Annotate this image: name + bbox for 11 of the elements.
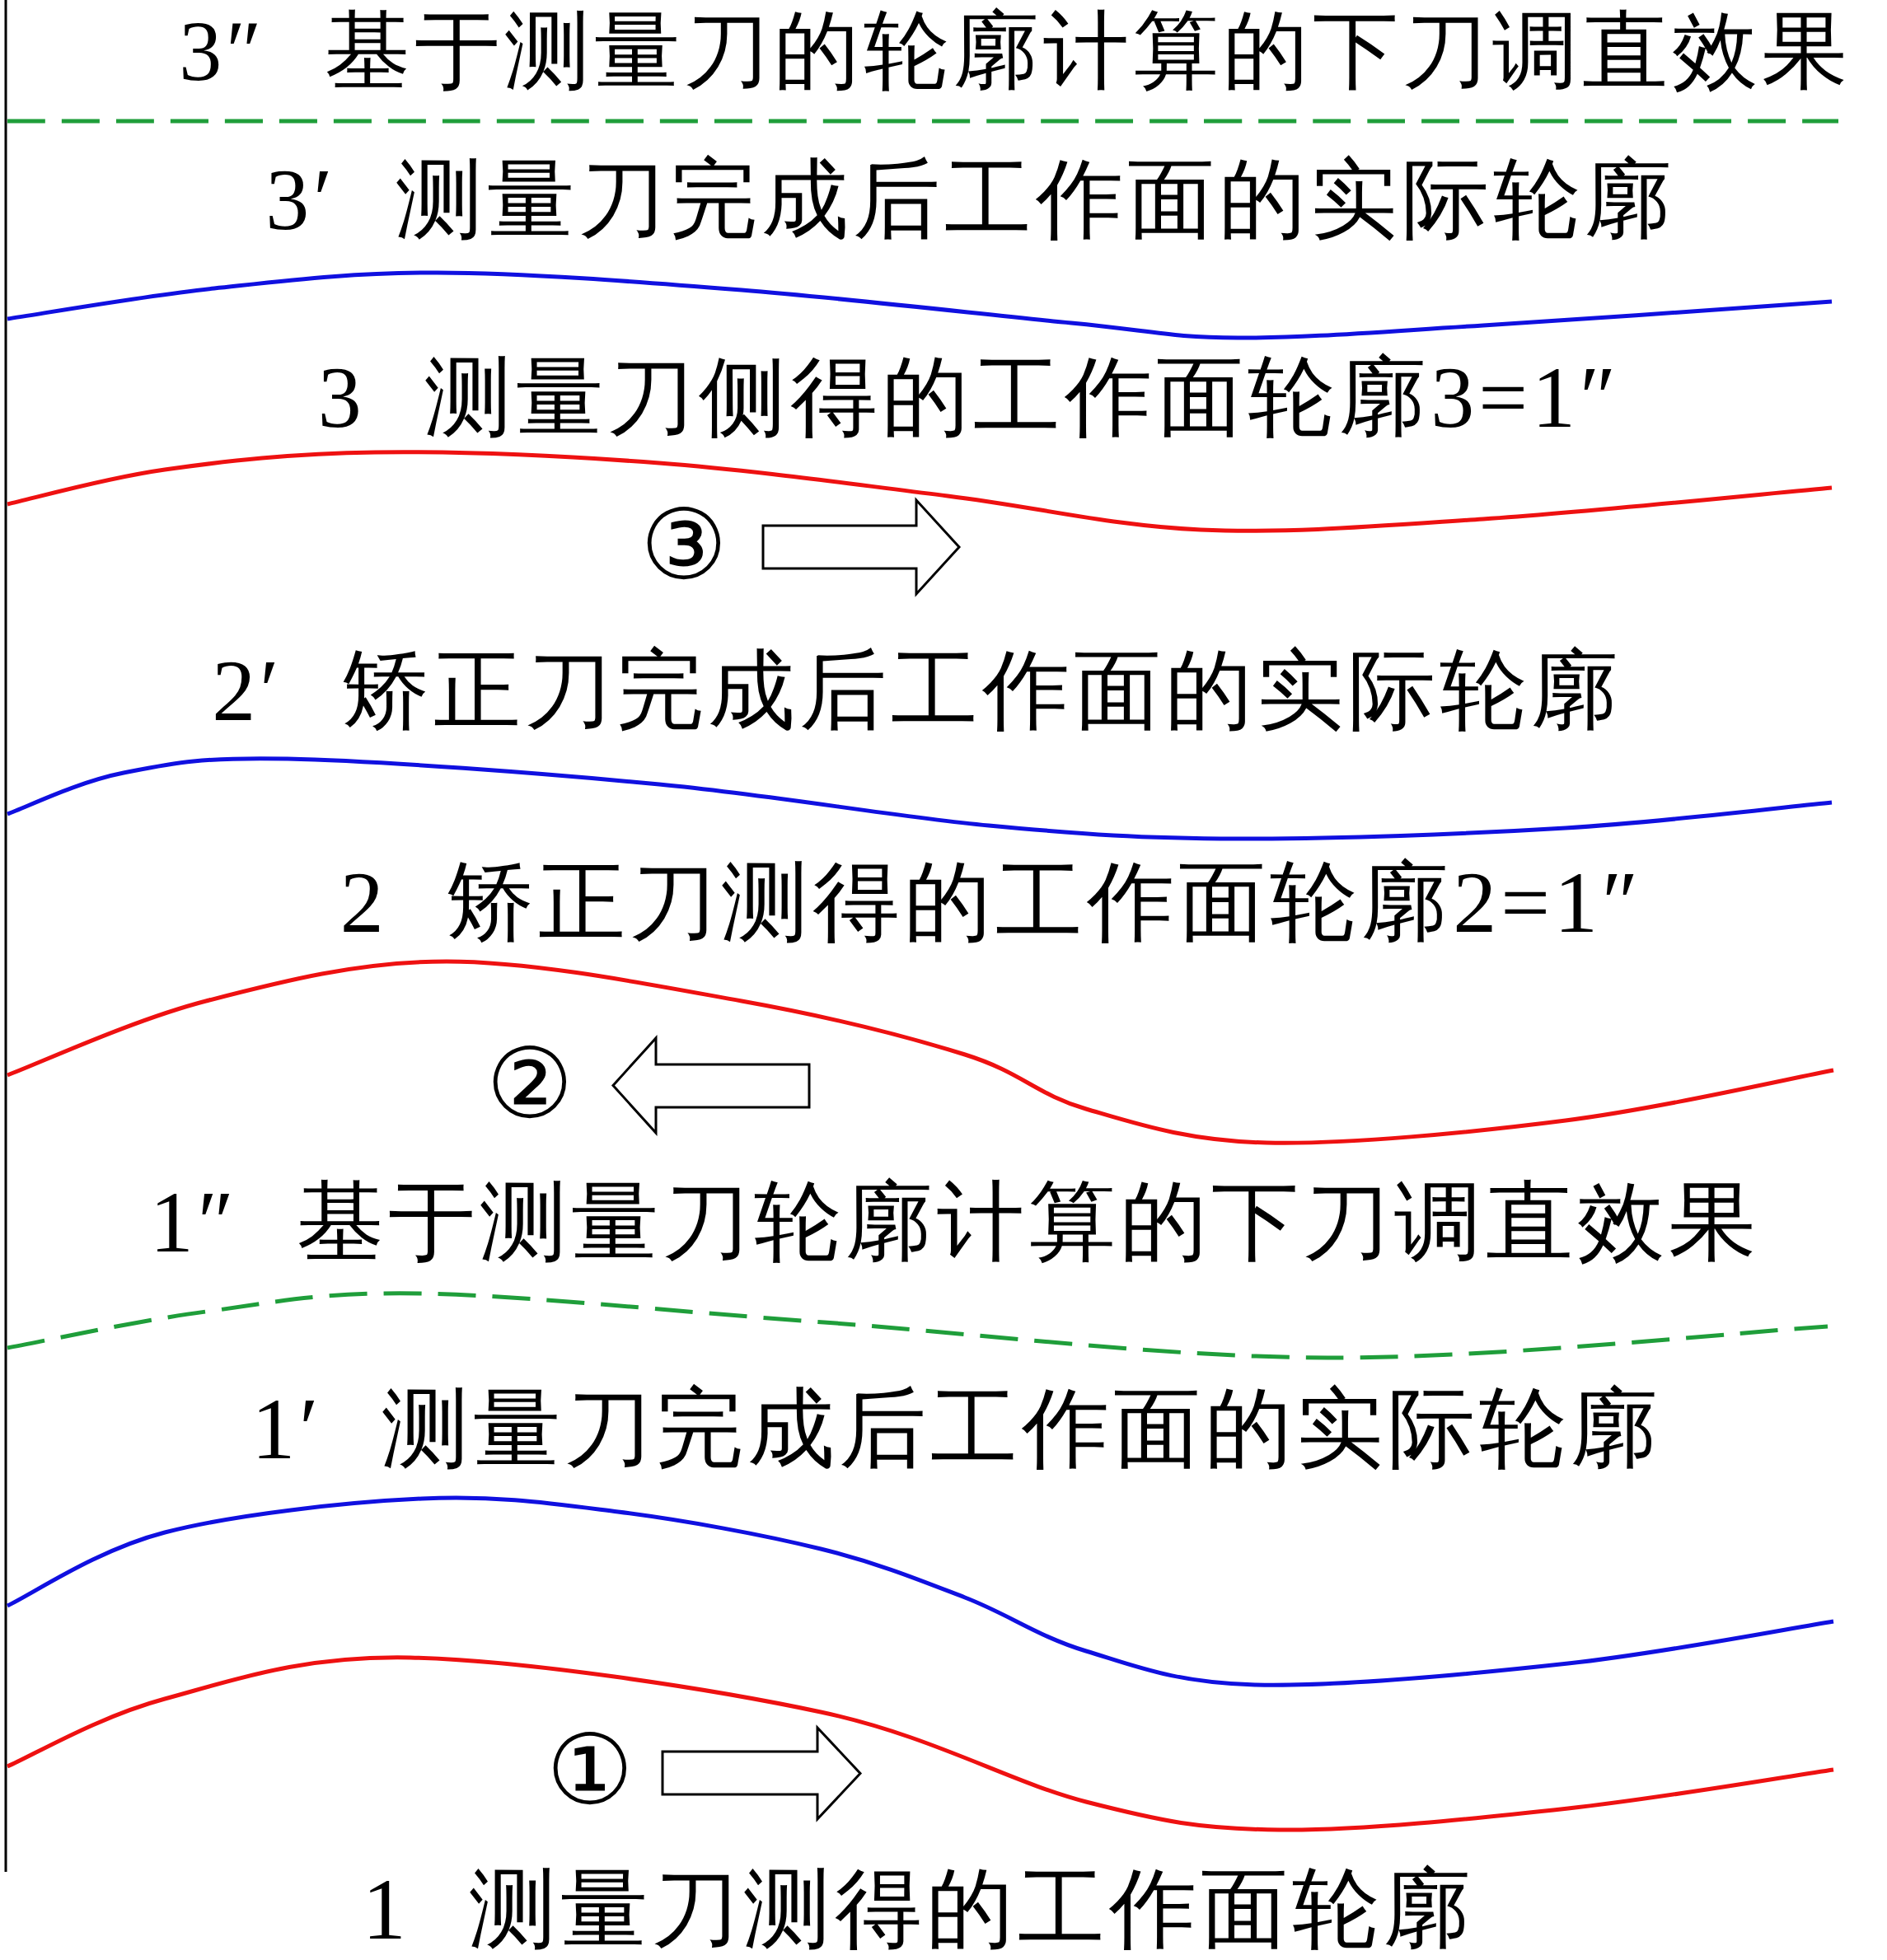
- profile-label: 1 测量刀测得的工作面轮廓: [362, 1866, 1476, 1953]
- step-number: ②: [486, 1036, 574, 1134]
- profile-label: 3″ 基于测量刀的轮廓计算的下刀调直效果: [179, 8, 1852, 94]
- profile-label: 1′ 测量刀完成后工作面的实际轮廓: [251, 1386, 1662, 1473]
- step-number: ①: [546, 1723, 634, 1820]
- profile-label: 3 测量刀侧得的工作面轮廓3=1″: [317, 354, 1621, 442]
- profile-label: 1″ 基于测量刀轮廓计算的下刀调直效果: [149, 1179, 1761, 1266]
- profile-label: 2′ 矫正刀完成后工作面的实际轮廓: [212, 648, 1622, 735]
- step-number: ③: [640, 498, 728, 595]
- profile-label: 3′ 测量刀完成后工作面的实际轮廓: [265, 157, 1676, 244]
- profile-label: 2 矫正刀测得的工作面轮廓2=1″: [339, 859, 1643, 947]
